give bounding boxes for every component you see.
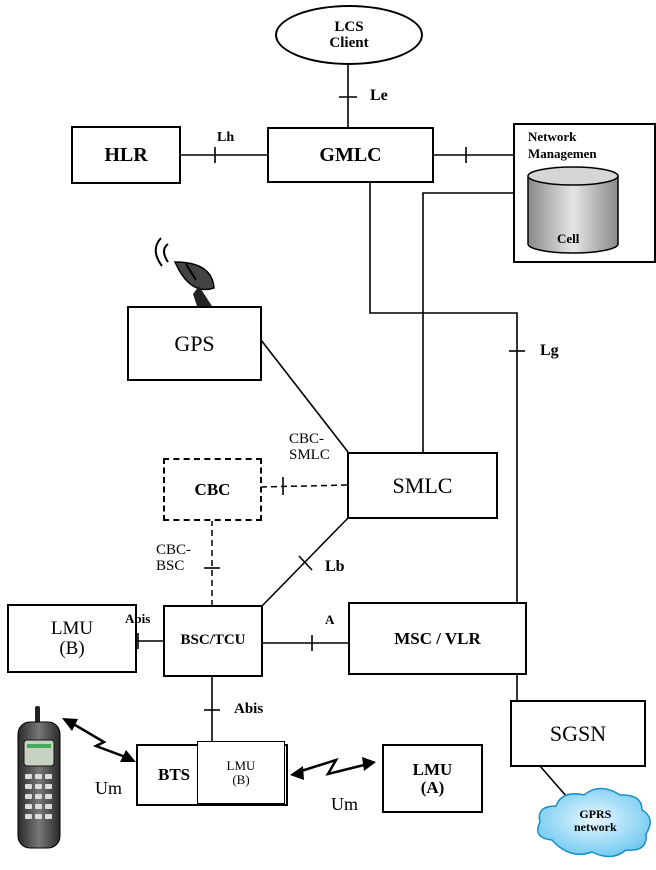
- msc-vlr-label: MSC / VLR: [394, 628, 481, 648]
- interface-um-left-label: Um: [95, 778, 122, 798]
- interface-le-label: Le: [370, 87, 388, 104]
- cbc-bsc-line1: CBC-: [156, 542, 192, 558]
- lmu-a-line1: LMU: [412, 759, 453, 779]
- interface-cbc-bsc-label: CBC- BSC: [156, 542, 192, 575]
- cbc-smlc-line1: CBC-: [289, 431, 325, 447]
- lmu-a-line2: (A): [420, 777, 445, 797]
- lmu-b-left-node: LMU (B): [7, 604, 137, 673]
- lmu-b-left-line1: LMU: [50, 617, 94, 639]
- interface-abis-bottom-label: Abis: [234, 701, 264, 717]
- lcs-client-node: LCS Client: [275, 5, 423, 65]
- interface-ticks: [137, 96, 525, 711]
- cbc-smlc-line2: SMLC: [289, 446, 330, 463]
- interface-lh-label: Lh: [217, 130, 235, 145]
- gprs-line2: network: [574, 819, 617, 834]
- link-cbc-smlc: [260, 484, 349, 488]
- lmu-b-inner-line1: LMU: [226, 757, 256, 773]
- lmu-b-inner-node: LMU (B): [197, 741, 285, 804]
- cbc-node: CBC: [163, 458, 262, 521]
- lmu-a-node: LMU (A): [382, 744, 483, 813]
- network-management-node: Network Managemen: [513, 123, 656, 263]
- interface-abis-left-label: Abis: [125, 611, 151, 626]
- dashed-lines: [211, 484, 349, 606]
- gmlc-node: GMLC: [267, 127, 434, 183]
- satellite-dish-icon: [154, 237, 215, 306]
- database-label: Cell: [557, 232, 580, 243]
- gps-label: GPS: [174, 330, 215, 356]
- lmu-b-left-line2: (B): [59, 637, 85, 659]
- sgsn-node: SGSN: [510, 700, 646, 767]
- hlr-label: HLR: [104, 143, 148, 166]
- mobile-phone-icon: [17, 706, 61, 849]
- lcs-client-line2: Client: [329, 35, 369, 51]
- cbc-label: CBC: [194, 479, 231, 499]
- interface-cbc-smlc-label: CBC- SMLC: [289, 431, 330, 464]
- smlc-label: SMLC: [392, 472, 453, 498]
- radio-link-icon: [62, 718, 136, 762]
- msc-vlr-node: MSC / VLR: [348, 602, 527, 675]
- lmu-b-inner-line2: (B): [232, 771, 250, 787]
- database-cylinder-icon: [527, 166, 619, 254]
- interface-lg-label: Lg: [540, 342, 559, 359]
- network-mgmt-line1: Network: [528, 129, 577, 144]
- sgsn-label: SGSN: [549, 720, 607, 746]
- gps-node: GPS: [127, 306, 262, 381]
- interface-a-label: A: [325, 612, 335, 627]
- bsc-tcu-label: BSC/TCU: [180, 632, 246, 649]
- link-network-smlc: [422, 192, 514, 454]
- interface-um-bottom-label: Um: [331, 794, 358, 814]
- network-mgmt-line2: Managemen: [528, 145, 597, 161]
- lcs-client-line1: LCS: [334, 18, 364, 35]
- gmlc-label: GMLC: [319, 143, 382, 166]
- connection-lines: [136, 62, 581, 813]
- smlc-node: SMLC: [347, 452, 498, 519]
- interface-lb-label: Lb: [325, 558, 345, 575]
- gprs-network-label: GPRS network: [574, 808, 617, 833]
- hlr-node: HLR: [71, 126, 181, 184]
- cloud-icon: [537, 787, 651, 858]
- gprs-line1: GPRS: [579, 807, 612, 821]
- link-gmlc-msc: [369, 182, 518, 602]
- radio-link-icon: [290, 757, 376, 780]
- bsc-tcu-node: BSC/TCU: [163, 605, 263, 677]
- bts-label: BTS: [158, 765, 191, 785]
- cbc-bsc-line2: BSC: [156, 557, 185, 574]
- link-gps-smlc: [260, 339, 349, 453]
